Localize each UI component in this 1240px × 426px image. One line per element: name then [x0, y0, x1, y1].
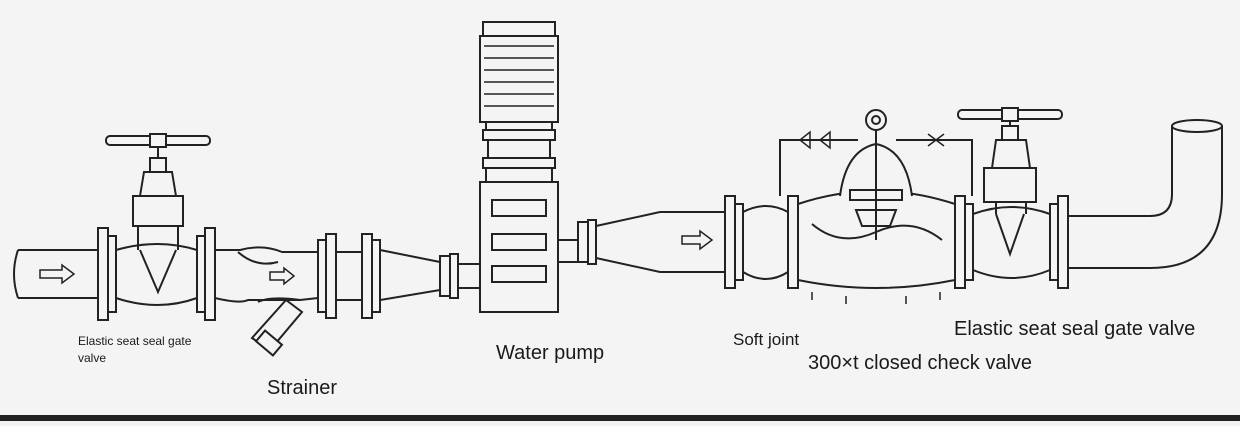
strainer-body [214, 233, 337, 357]
flow-arrow-icon [681, 229, 714, 251]
gate-valve-left [97, 140, 216, 321]
flow-arrow-icon [39, 263, 76, 285]
inlet-pipe [13, 249, 98, 299]
reducer-right [558, 211, 725, 273]
handwheel-icon [957, 107, 1063, 122]
water-pump [479, 21, 559, 313]
bottom-border [0, 415, 1240, 421]
flow-arrow-icon [269, 266, 296, 286]
label-water-pump: Water pump [496, 342, 605, 364]
label-soft-joint: Soft joint [733, 330, 800, 349]
handwheel-icon [105, 133, 211, 148]
reducer-left [336, 233, 484, 319]
outlet-elbow [1068, 119, 1223, 269]
gate-valve-right [964, 116, 1069, 289]
label-check-valve: 300×t closed check valve [808, 352, 1033, 374]
label-strainer: Strainer [267, 377, 338, 399]
label-gate-valve-left: Elastic seat seal gate valve [78, 334, 192, 365]
label-gate-valve-right: Elastic seat seal gate valve [954, 318, 1196, 340]
check-valve [779, 109, 973, 304]
soft-joint [724, 195, 789, 289]
